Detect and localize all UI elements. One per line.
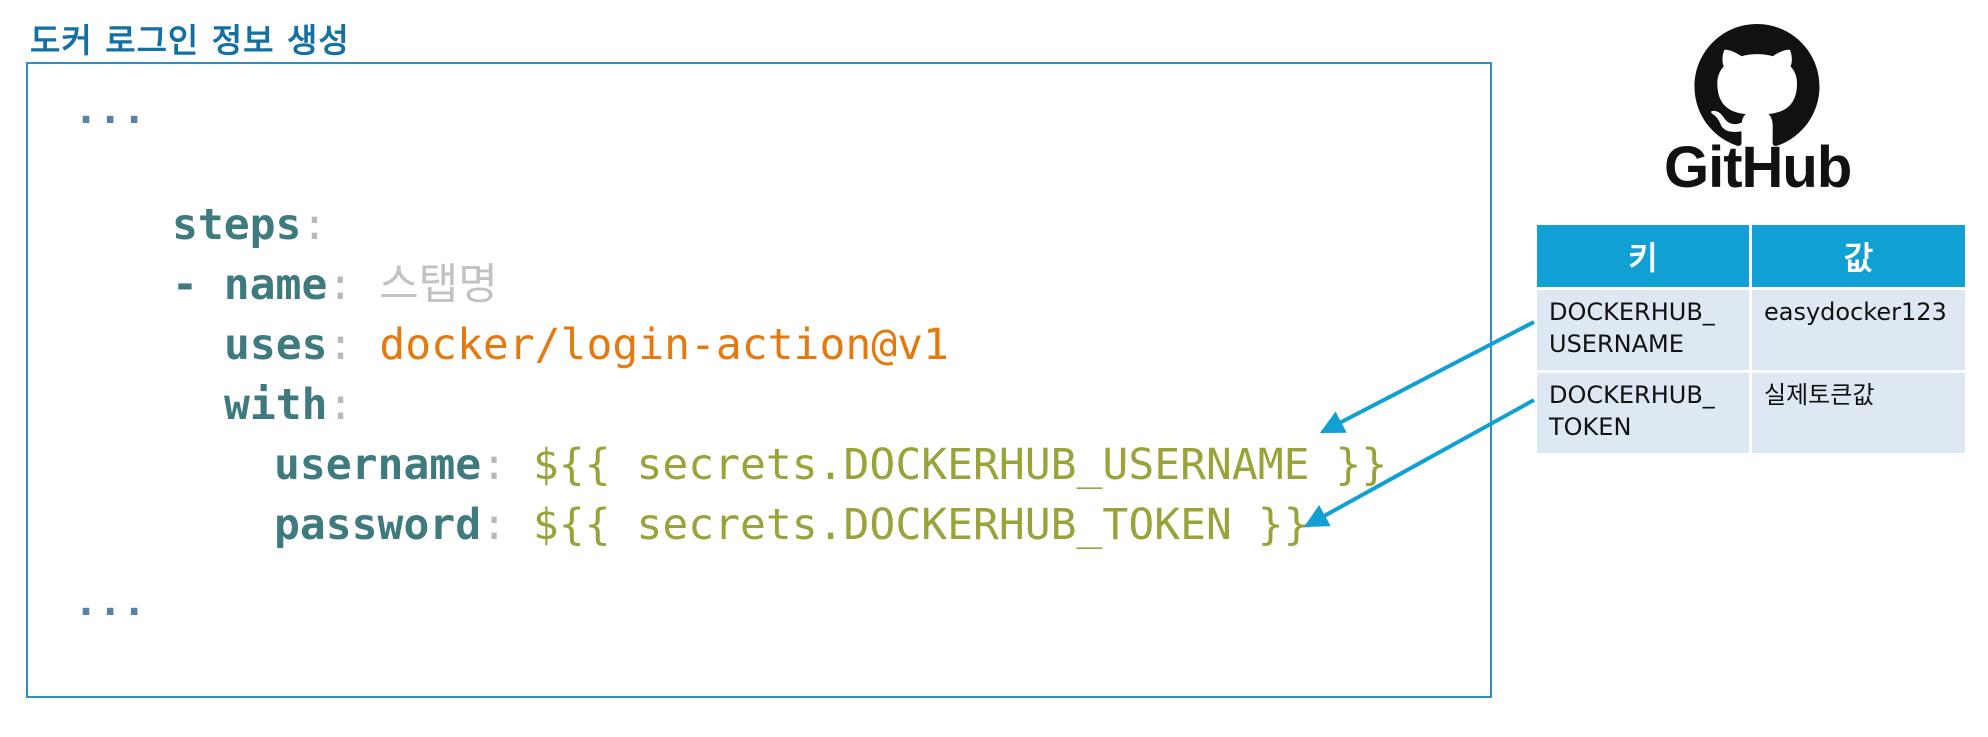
code-ellipsis-top: ...	[74, 87, 147, 133]
code-line-password: password: ${{ secrets.DOCKERHUB_TOKEN }}	[274, 495, 1310, 555]
username-value: ${{ secrets.DOCKERHUB_USERNAME }}	[532, 440, 1388, 490]
list-dash: -	[172, 260, 198, 310]
password-value: ${{ secrets.DOCKERHUB_TOKEN }}	[532, 500, 1310, 550]
secret-value-cell: easydocker123	[1749, 287, 1968, 373]
colon: :	[327, 380, 354, 430]
code-line-name: - name: 스탭명	[172, 255, 498, 315]
name-key: name	[223, 260, 328, 310]
secret-key-line2: TOKEN	[1549, 413, 1632, 441]
steps-key: steps	[172, 200, 302, 250]
table-row: DOCKERHUB_ TOKEN 실제토큰값	[1534, 370, 1968, 456]
page-title: 도커 로그인 정보 생성	[30, 21, 350, 60]
secret-value-cell: 실제토큰값	[1749, 370, 1968, 456]
table-header-row: 키 값	[1534, 222, 1968, 290]
colon: :	[327, 260, 354, 310]
colon: :	[481, 440, 507, 490]
uses-value: docker/login-action@v1	[379, 320, 949, 370]
secrets-table: 키 값 DOCKERHUB_ USERNAME easydocker123 DOC…	[1534, 222, 1968, 456]
colon: :	[301, 200, 328, 250]
arrow-username	[1319, 320, 1535, 434]
colon: :	[327, 320, 354, 370]
secret-key-line2: USERNAME	[1549, 330, 1684, 358]
secret-key-line1: DOCKERHUB_	[1549, 298, 1715, 326]
github-wordmark: GitHub	[1664, 135, 1852, 200]
colon: :	[481, 500, 507, 550]
header-key: 키	[1534, 222, 1752, 290]
code-ellipsis-bottom: ...	[74, 579, 147, 625]
secret-key-line1: DOCKERHUB_	[1549, 381, 1715, 409]
table-row: DOCKERHUB_ USERNAME easydocker123	[1534, 287, 1968, 373]
with-key: with	[224, 380, 328, 430]
uses-key: uses	[224, 320, 328, 370]
arrow-token	[1303, 398, 1535, 528]
code-line-uses: uses: docker/login-action@v1	[224, 315, 949, 375]
code-box	[26, 62, 1492, 698]
code-line-username: username: ${{ secrets.DOCKERHUB_USERNAME…	[274, 435, 1387, 495]
password-key: password	[274, 500, 482, 550]
secret-key-cell: DOCKERHUB_ USERNAME	[1534, 287, 1752, 373]
name-value: 스탭명	[379, 260, 498, 310]
code-line-with: with:	[224, 375, 353, 435]
username-key: username	[274, 440, 482, 490]
github-octocat-icon	[1694, 24, 1820, 146]
code-line-steps: steps:	[172, 195, 327, 255]
header-value: 값	[1749, 222, 1968, 290]
secret-key-cell: DOCKERHUB_ TOKEN	[1534, 370, 1752, 456]
